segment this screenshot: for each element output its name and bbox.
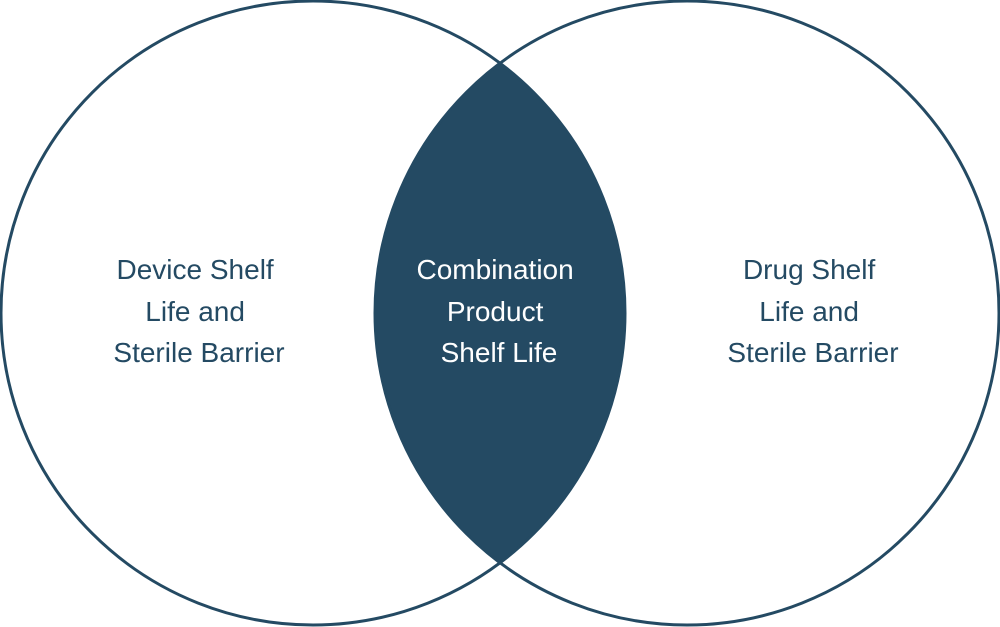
left-set-label-line: Sterile Barrier — [113, 337, 284, 368]
left-set-label: Device Shelf Life and Sterile Barrier — [113, 254, 284, 368]
intersection-region — [375, 1, 625, 625]
right-circle-outline — [373, 0, 1000, 627]
intersection-label: Combination Product Shelf Life — [417, 254, 582, 368]
right-set-label-line: Drug Shelf — [743, 254, 876, 285]
right-set-label: Drug Shelf Life and Sterile Barrier — [727, 254, 898, 368]
left-set-label-line: Device Shelf — [117, 254, 274, 285]
left-set-label-line: Life and — [145, 296, 245, 327]
left-circle-outline — [0, 0, 627, 627]
intersection-label-line: Product — [447, 296, 544, 327]
intersection-label-line: Combination — [417, 254, 574, 285]
right-set-label-line: Sterile Barrier — [727, 337, 898, 368]
intersection-label-line: Shelf Life — [441, 337, 558, 368]
right-set-label-line: Life and — [759, 296, 859, 327]
